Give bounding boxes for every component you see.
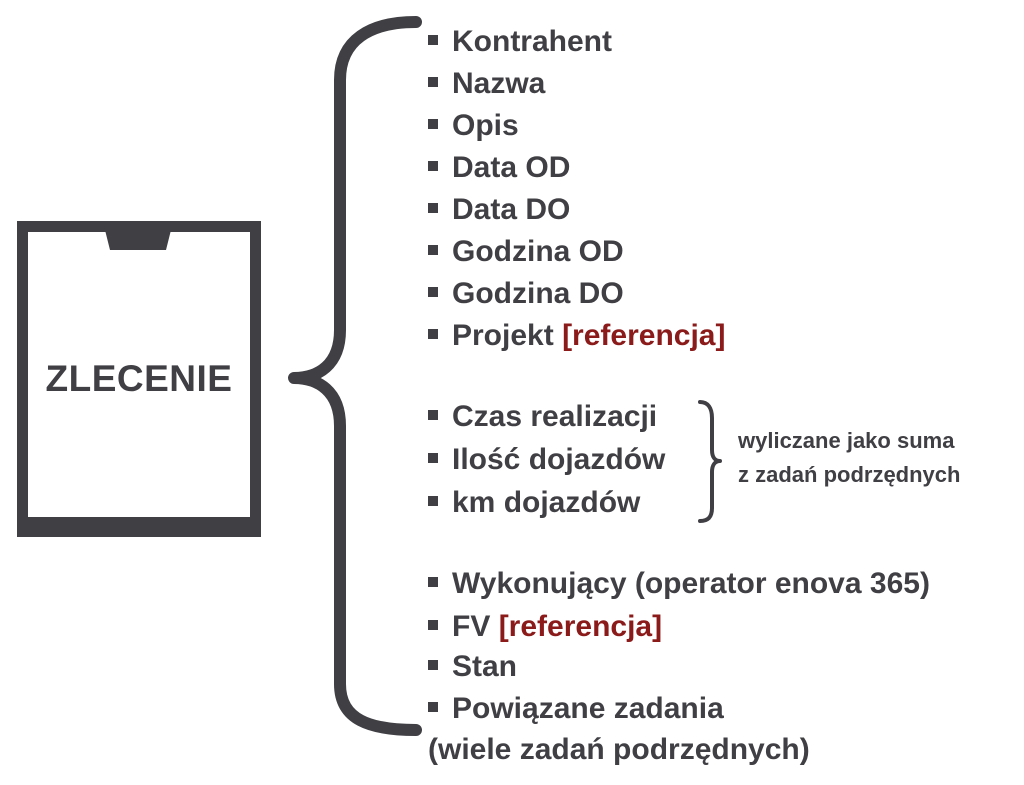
field-item: Powiązane zadania [428, 694, 724, 724]
reference-tag: [referencja] [562, 319, 726, 352]
field-label: Nazwa [452, 67, 546, 100]
field-item: Godzina OD [428, 237, 624, 267]
field-label: Godzina OD [452, 235, 624, 268]
field-label: Data OD [452, 151, 571, 184]
bullet-icon [428, 453, 438, 464]
field-continuation: (wiele zadań podrzędnych) [428, 733, 810, 766]
bullet-icon [428, 496, 438, 507]
field-item: Nazwa [428, 69, 545, 99]
field-label: Projekt [452, 319, 554, 352]
field-label: Opis [452, 109, 519, 142]
bullet-icon [428, 35, 438, 46]
calculated-note-line1: wyliczane jako suma [738, 428, 955, 453]
field-item: Stan [428, 652, 517, 682]
field-label: Godzina DO [452, 277, 624, 310]
main-curly-brace [288, 16, 422, 736]
calculated-note-line2: z zadań podrzędnych [738, 462, 961, 487]
field-item: FV [referencja] [428, 612, 662, 642]
bullet-icon [428, 329, 438, 340]
field-label: Powiązane zadania [452, 692, 724, 725]
bullet-icon [428, 203, 438, 214]
field-item: Kontrahent [428, 27, 612, 57]
field-label: Wykonujący (operator enova 365) [452, 567, 930, 600]
bullet-icon [428, 702, 438, 713]
field-item: Data DO [428, 195, 570, 225]
bullet-icon [428, 245, 438, 256]
field-item: Wykonujący (operator enova 365) [428, 569, 930, 599]
document-label: ZLECENIE [45, 358, 233, 399]
bullet-icon [428, 620, 438, 631]
field-item: Data OD [428, 153, 570, 183]
field-item: Ilość dojazdów [428, 445, 665, 475]
field-item: Opis [428, 111, 519, 141]
field-item: Godzina DO [428, 279, 624, 309]
reference-tag: [referencja] [498, 610, 663, 643]
field-item: Czas realizacji [428, 402, 657, 432]
field-label: Ilość dojazdów [452, 443, 666, 476]
field-item: Projekt [referencja] [428, 321, 725, 351]
bullet-icon [428, 77, 438, 88]
bullet-icon [428, 577, 438, 588]
bullet-icon [428, 119, 438, 130]
document-clip [104, 226, 172, 250]
field-label: Czas realizacji [452, 400, 658, 433]
field-label: km dojazdów [452, 486, 641, 519]
field-label: Kontrahent [452, 25, 612, 58]
field-label: Stan [452, 650, 518, 683]
field-item: km dojazdów [428, 488, 640, 518]
bullet-icon [428, 287, 438, 298]
bullet-icon [428, 410, 438, 421]
document-bottom-band [22, 517, 256, 533]
bullet-icon [428, 660, 438, 671]
calculated-fields-brace [698, 400, 722, 523]
field-label: Data DO [452, 193, 571, 226]
bullet-icon [428, 161, 438, 172]
field-label: FV [452, 610, 491, 643]
